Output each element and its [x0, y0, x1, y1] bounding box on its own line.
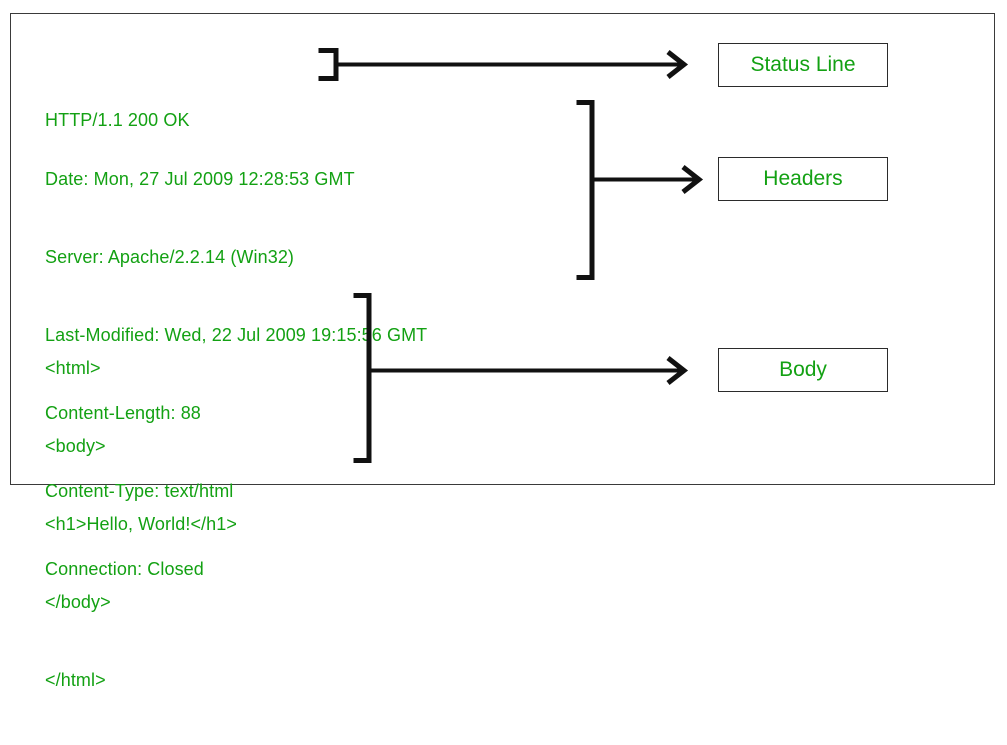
status-line-text: HTTP/1.1 200 OK [45, 110, 190, 130]
body-line-body-open: <body> [45, 436, 106, 456]
status-line-text-block: HTTP/1.1 200 OK [45, 55, 190, 185]
body-line-html-open: <html> [45, 358, 101, 378]
body-line-h1: <h1>Hello, World!</h1> [45, 514, 237, 534]
header-line-last-modified: Last-Modified: Wed, 22 Jul 2009 19:15:56… [45, 325, 428, 345]
header-line-date: Date: Mon, 27 Jul 2009 12:28:53 GMT [45, 169, 355, 189]
label-box-status-line-text: Status Line [750, 53, 856, 76]
label-box-body-text: Body [779, 358, 827, 381]
header-line-server: Server: Apache/2.2.14 (Win32) [45, 247, 295, 267]
body-text-block: <html> <body> <h1>Hello, World!</h1> </b… [45, 303, 237, 745]
label-box-body[interactable]: Body [718, 348, 888, 392]
header-line-content-type: Content-Type: text/html [45, 481, 234, 501]
label-box-status-line[interactable]: Status Line [718, 43, 888, 87]
body-line-body-close: </body> [45, 592, 111, 612]
diagram-frame [10, 13, 995, 485]
header-line-content-length: Content-Length: 88 [45, 403, 201, 423]
label-box-headers[interactable]: Headers [718, 157, 888, 201]
label-box-headers-text: Headers [763, 167, 843, 190]
diagram-canvas: HTTP/1.1 200 OK Date: Mon, 27 Jul 2009 1… [10, 13, 995, 690]
body-line-html-close: </html> [45, 670, 106, 690]
